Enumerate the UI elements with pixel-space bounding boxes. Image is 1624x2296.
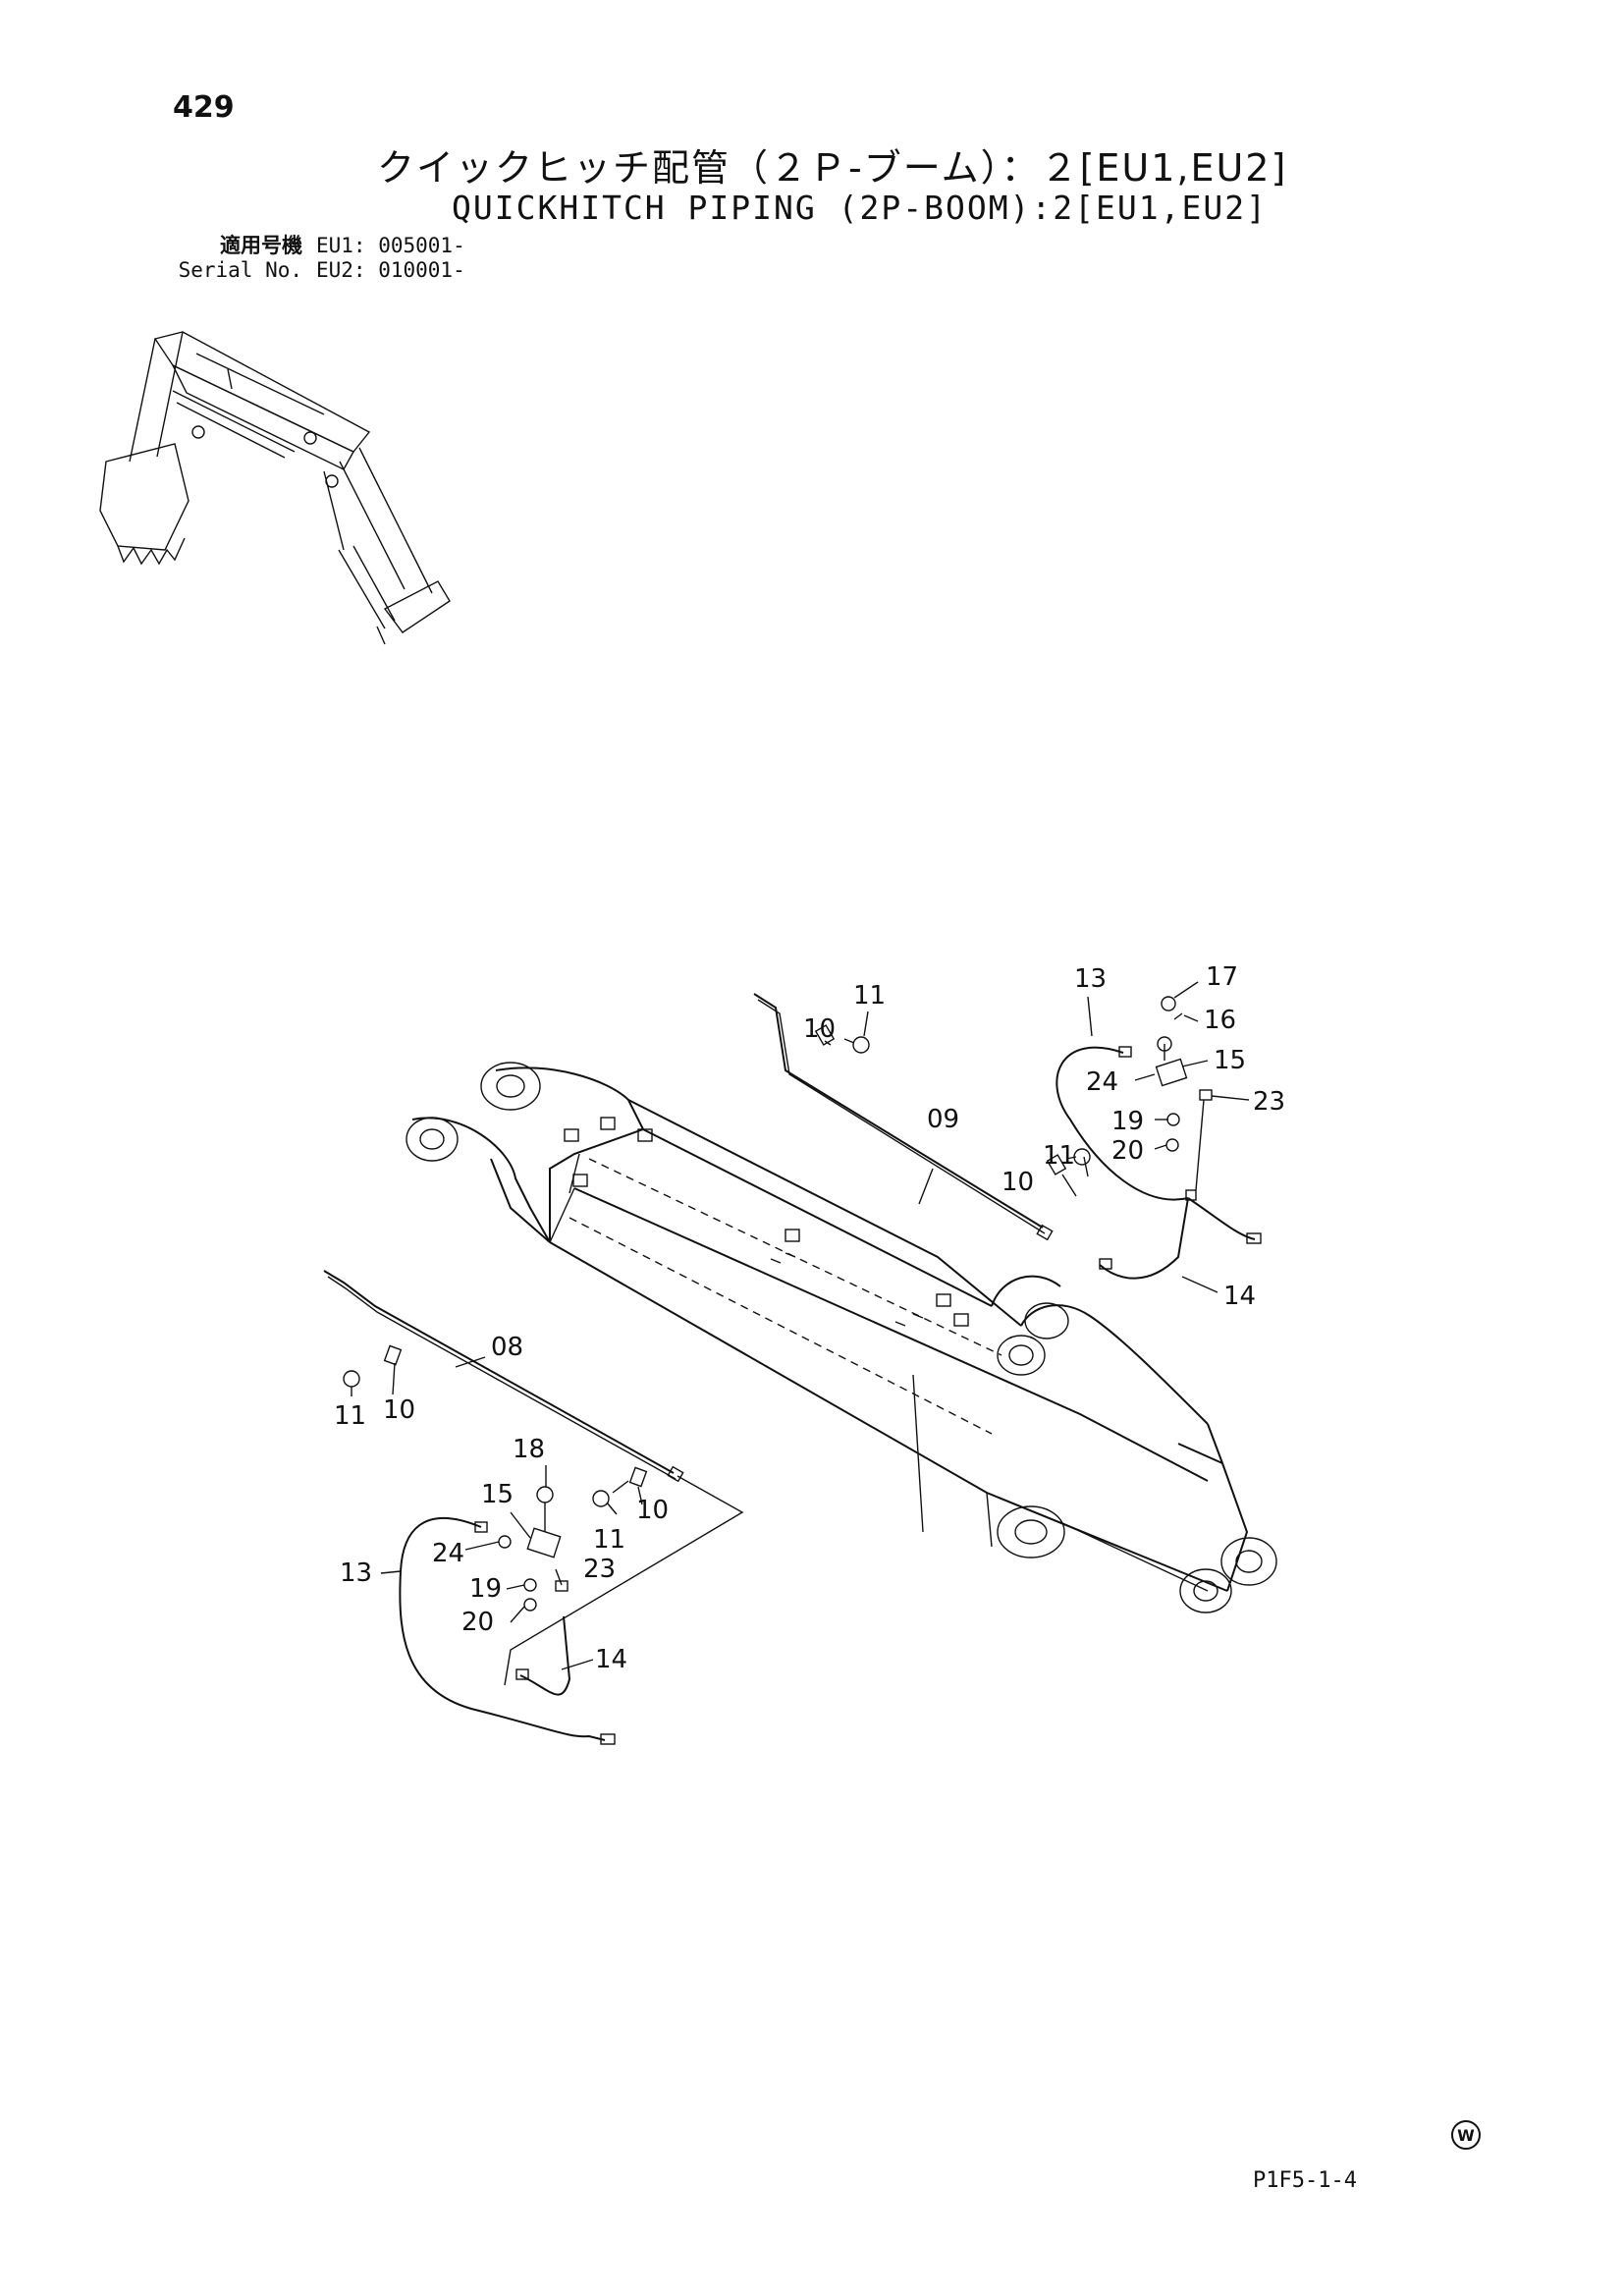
serial-label-en: Serial No. bbox=[178, 258, 302, 282]
callout-10: 10 bbox=[636, 1496, 669, 1525]
callout-11: 11 bbox=[593, 1525, 625, 1555]
callout-10: 10 bbox=[803, 1014, 836, 1044]
callout-11: 11 bbox=[853, 981, 886, 1011]
callout-leaders bbox=[351, 981, 1250, 1670]
callout-19: 19 bbox=[1111, 1107, 1144, 1136]
callout-19: 19 bbox=[469, 1574, 502, 1604]
callout-14: 14 bbox=[1223, 1282, 1256, 1311]
callout-15: 15 bbox=[481, 1480, 514, 1509]
callout-13: 13 bbox=[340, 1558, 372, 1588]
upper-piping-set bbox=[753, 993, 1262, 1280]
excavator-locator-sketch bbox=[99, 331, 451, 645]
callout-11: 11 bbox=[1043, 1141, 1075, 1171]
callout-15: 15 bbox=[1214, 1046, 1246, 1075]
callout-17: 17 bbox=[1206, 962, 1238, 992]
serial-applicability: 適用号機 EU1: 005001- Serial No. EU2: 010001… bbox=[177, 234, 465, 283]
callout-16: 16 bbox=[1204, 1006, 1236, 1035]
callout-18: 18 bbox=[513, 1435, 545, 1464]
serial-row-eu2: Serial No. EU2: 010001- bbox=[177, 258, 465, 283]
callout-24: 24 bbox=[432, 1539, 464, 1568]
callout-20: 20 bbox=[1111, 1136, 1144, 1166]
callout-20: 20 bbox=[461, 1608, 494, 1637]
drawing-code: P1F5-1-4 bbox=[1253, 2168, 1357, 2193]
title-english: QUICKHITCH PIPING (2P-BOOM):2[EU1,EU2] bbox=[452, 189, 1268, 227]
serial-eu1: EU1: 005001- bbox=[316, 234, 465, 257]
callout-24: 24 bbox=[1086, 1067, 1118, 1097]
title-japanese: クイックヒッチ配管（２Ｐ-ブーム）：２[EU1,EU2] bbox=[377, 146, 1288, 190]
page-number: 429 bbox=[173, 90, 235, 125]
callout-11: 11 bbox=[334, 1401, 366, 1431]
lower-piping-set bbox=[323, 1270, 744, 1745]
serial-label-jp: 適用号機 bbox=[220, 234, 302, 257]
callout-labels: 11 10 13 17 16 15 24 23 19 20 09 11 10 1… bbox=[334, 962, 1285, 1674]
serial-eu2: EU2: 010001- bbox=[316, 258, 465, 282]
serial-row-eu1: 適用号機 EU1: 005001- bbox=[177, 234, 465, 258]
callout-09: 09 bbox=[927, 1105, 959, 1134]
circled-w-mark: W bbox=[1451, 2120, 1481, 2150]
callout-10: 10 bbox=[383, 1395, 415, 1425]
callout-23: 23 bbox=[1253, 1087, 1285, 1117]
callout-08: 08 bbox=[491, 1333, 523, 1362]
callout-14: 14 bbox=[595, 1645, 627, 1674]
callout-23: 23 bbox=[583, 1555, 616, 1584]
callout-10: 10 bbox=[1001, 1168, 1034, 1197]
callout-13: 13 bbox=[1074, 964, 1107, 994]
boom-assembly bbox=[406, 1062, 1277, 1613]
